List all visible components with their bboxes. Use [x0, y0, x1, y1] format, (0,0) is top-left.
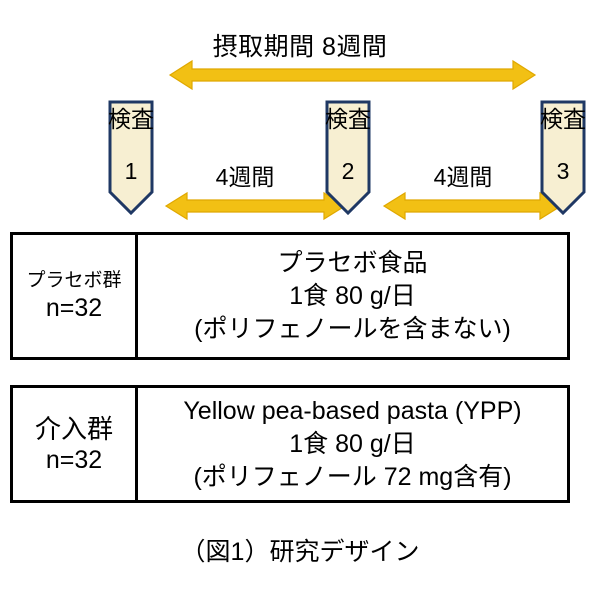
exam-marker-2-number: 2	[341, 158, 355, 184]
intervention-group-name: 介入群	[34, 414, 113, 444]
exam-marker-1: 検査 1	[108, 100, 154, 215]
interval-label-2: 4週間	[433, 164, 493, 190]
placebo-detail-line-3: (ポリフェノールを含まない)	[194, 314, 511, 343]
marker-pin-icon	[540, 100, 586, 215]
interval-arrow-2	[382, 191, 563, 221]
figure-caption: （図1）研究デザイン	[180, 538, 420, 566]
placebo-group-name: プラセボ群	[26, 270, 122, 291]
intervention-detail-line-1: Yellow pea-based pasta (YPP)	[183, 396, 522, 425]
placebo-group-detail-cell: プラセボ食品 1食 80 g/日 (ポリフェノールを含まない)	[138, 235, 567, 357]
exam-marker-3: 検査 3	[540, 100, 586, 215]
intake-period-label: 摂取期間 8週間	[212, 33, 388, 61]
exam-marker-2-label: 検査	[325, 106, 371, 132]
exam-marker-3-number: 3	[556, 158, 570, 184]
placebo-group-name-cell: プラセボ群 n=32	[13, 235, 138, 357]
intervention-group-detail-cell: Yellow pea-based pasta (YPP) 1食 80 g/日 (…	[138, 388, 567, 500]
placebo-group-box: プラセボ群 n=32 プラセボ食品 1食 80 g/日 (ポリフェノールを含まな…	[10, 232, 570, 360]
exam-marker-3-label: 検査	[540, 106, 586, 132]
exam-marker-2: 検査 2	[325, 100, 371, 215]
marker-pin-icon	[325, 100, 371, 215]
intake-period-arrow	[168, 59, 537, 91]
interval-arrow-1	[164, 191, 347, 221]
intervention-detail-line-2: 1食 80 g/日	[289, 429, 416, 458]
exam-marker-1-number: 1	[124, 158, 138, 184]
intervention-group-n: n=32	[45, 446, 103, 474]
marker-pin-icon	[108, 100, 154, 215]
intervention-group-name-cell: 介入群 n=32	[13, 388, 138, 500]
interval-label-1: 4週間	[215, 164, 275, 190]
intervention-group-box: 介入群 n=32 Yellow pea-based pasta (YPP) 1食…	[10, 385, 570, 503]
placebo-group-n: n=32	[45, 294, 103, 322]
placebo-detail-line-2: 1食 80 g/日	[289, 281, 416, 310]
exam-marker-1-label: 検査	[108, 106, 154, 132]
intervention-detail-line-3: (ポリフェノール 72 mg含有)	[193, 462, 512, 491]
placebo-detail-line-1: プラセボ食品	[277, 248, 428, 277]
